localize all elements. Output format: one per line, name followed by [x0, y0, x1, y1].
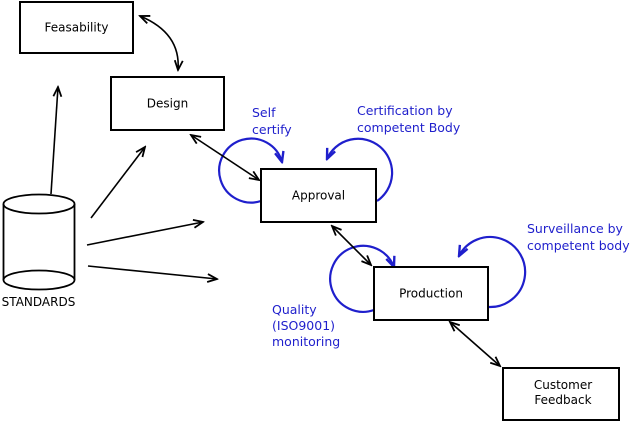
production-label: Production [399, 287, 463, 301]
customer-feedback-label-line2: Feedback [534, 393, 591, 407]
certification-label-line1: Certification by [357, 103, 453, 118]
surveillance-label-line2: competent body [527, 238, 630, 253]
feasability-label: Feasability [44, 21, 108, 35]
arrow-feasability-design [140, 16, 178, 70]
arrow-standards-to-production [87, 265, 217, 279]
production-box: Production [373, 266, 489, 321]
approval-label: Approval [292, 189, 345, 203]
surveillance-loop-arrow [459, 235, 527, 309]
arrow-approval-production [332, 226, 371, 265]
certification-label-line2: competent Body [357, 120, 461, 135]
arrow-production-customer-feedback [450, 322, 500, 366]
customer-feedback-rect [502, 367, 620, 421]
production-rect [373, 266, 489, 321]
surveillance-label-line1: Surveillance by [527, 221, 624, 236]
cylinder-top-ellipse [2, 193, 76, 215]
feasability-rect [19, 1, 134, 54]
approval-box: Approval [260, 168, 377, 223]
approval-rect [260, 168, 377, 223]
quality-monitoring-label-line3: monitoring [272, 334, 340, 349]
process-boxes: Feasability Design Approval Production C… [19, 1, 620, 421]
customer-feedback-box: Customer Feedback [502, 367, 620, 421]
quality-monitoring-label-line1: Quality [272, 302, 317, 317]
design-box: Design [110, 76, 225, 131]
quality-monitoring-label-line2: (ISO9001) [272, 318, 335, 333]
arrow-standards-to-feasability [50, 87, 58, 195]
self-certify-label-line1: Self [252, 105, 276, 120]
design-rect [110, 76, 225, 131]
standards-label: STANDARDS [2, 295, 76, 309]
standards-datastore: STANDARDS [2, 193, 76, 309]
arrow-design-approval [191, 135, 259, 180]
annotation-labels: Self certify Certification by competent … [252, 103, 630, 349]
arrow-standards-to-approval [86, 222, 203, 246]
self-certify-label-line2: certify [252, 122, 292, 137]
design-label: Design [147, 97, 188, 111]
connector-arrows [50, 16, 500, 366]
feasability-box: Feasability [19, 1, 134, 54]
customer-feedback-label-line1: Customer [534, 378, 592, 392]
cylinder-bottom-ellipse [2, 269, 76, 291]
certification-loop-arrow [327, 137, 394, 202]
arrow-standards-to-design [90, 147, 145, 219]
